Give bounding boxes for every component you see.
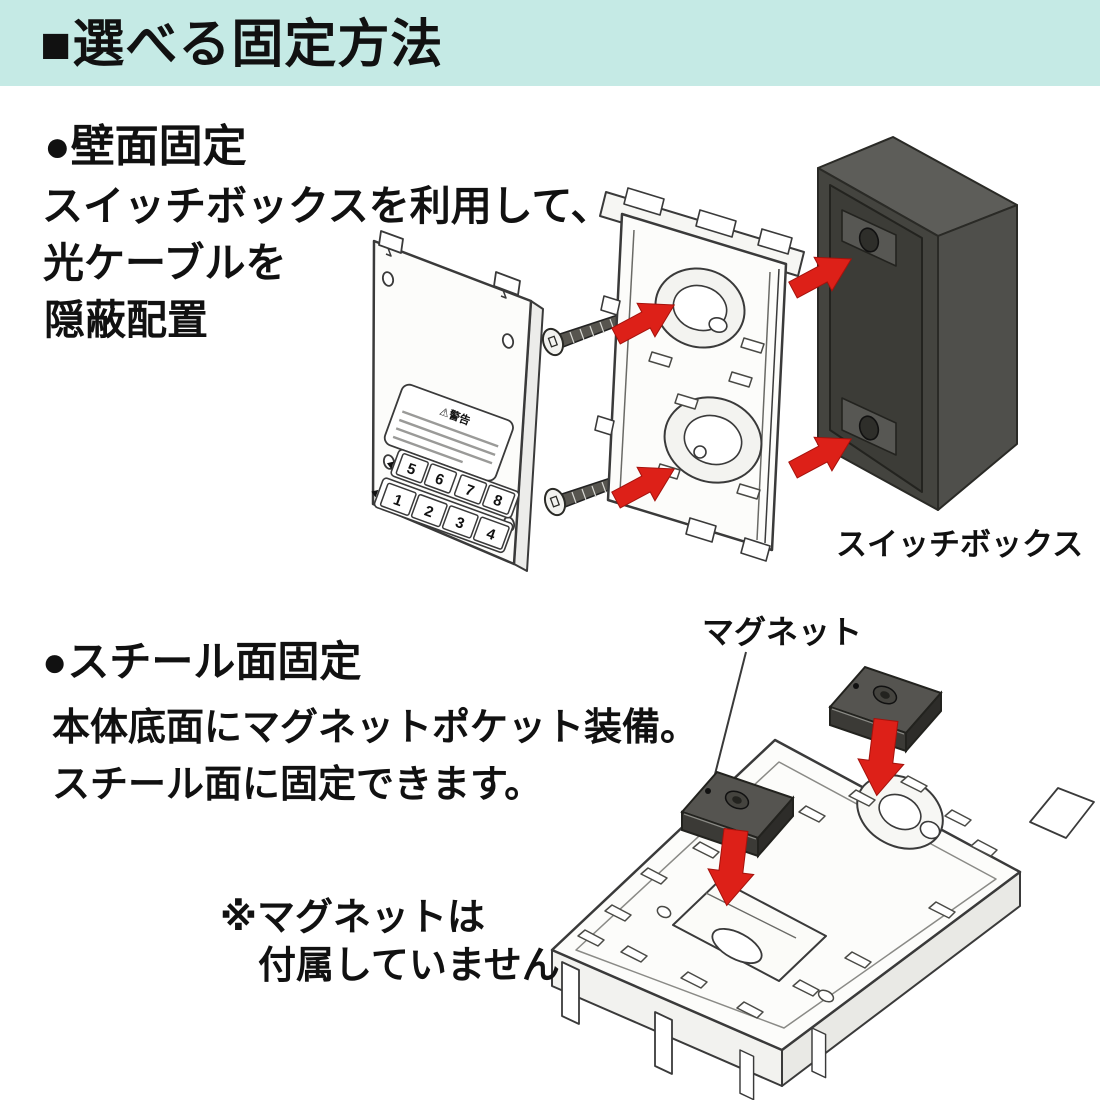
- magnet-note-line: ※マグネットは: [220, 897, 485, 939]
- magnet-leader-line: [710, 651, 747, 791]
- base-tray: [550, 738, 1095, 1100]
- page-title: ■選べる固定方法: [40, 16, 444, 74]
- cover-panel: ⚠警告: [371, 230, 544, 572]
- wall-section-line: 光ケーブルを: [43, 240, 287, 286]
- wall-section-line: 隠蔽配置: [44, 297, 208, 343]
- switch-box: [817, 136, 1018, 511]
- steel-section-line: 本体底面にマグネットポケット装備。: [52, 707, 699, 749]
- panel-clip: [493, 271, 521, 296]
- steel-section-heading: ●スチール面固定: [42, 638, 362, 685]
- panel-clip: [378, 230, 404, 254]
- box-screw-hole: [858, 227, 880, 253]
- magnet-pocket: [672, 879, 827, 982]
- wall-section-heading: ●壁面固定: [44, 122, 247, 171]
- magnet-label: マグネット: [702, 614, 863, 650]
- wall-mount-illustration: ⚠警告: [371, 136, 1018, 572]
- steel-mount-illustration: [550, 651, 1095, 1100]
- warning-label: ⚠警告: [383, 383, 514, 482]
- mounting-plate: [594, 187, 805, 562]
- section-header-band: [0, 0, 1100, 86]
- switch-box-label: スイッチボックス: [836, 527, 1084, 562]
- box-screw-hole: [858, 415, 880, 441]
- steel-section-line: スチール面に固定できます。: [52, 764, 543, 806]
- magnet-note-line: 付属していません: [258, 945, 560, 987]
- tray-side-tab: [1029, 787, 1095, 839]
- port-number-cell: [379, 453, 516, 550]
- wall-section-line: スイッチボックスを利用して、: [42, 183, 612, 229]
- port-number-grid: 5 6 7 8 1 2 3 4: [371, 449, 520, 554]
